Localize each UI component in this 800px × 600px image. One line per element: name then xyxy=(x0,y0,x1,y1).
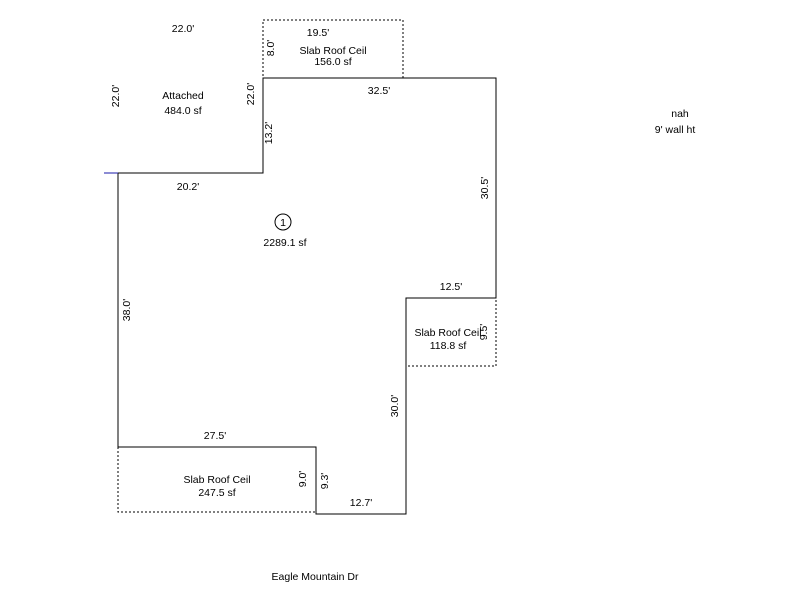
slab-right-area: 118.8 sf xyxy=(430,340,467,352)
street-name: Eagle Mountain Dr xyxy=(272,571,359,583)
slab-top-dim: 19.5' xyxy=(307,27,329,39)
main-floor-outline xyxy=(117,77,497,515)
slab-top-label: Slab Roof Ceil xyxy=(299,45,366,57)
note-title: nah xyxy=(671,108,689,120)
slab-top-outline xyxy=(262,19,404,79)
dim-inner-step: 13.2' xyxy=(263,122,275,144)
slab-right-label: Slab Roof Ceil xyxy=(414,327,481,339)
slab-top-area: 156.0 sf xyxy=(314,56,351,68)
attached-left-dim: 22.0' xyxy=(110,85,122,107)
dim-notch-top: 12.5' xyxy=(440,281,462,293)
attached-top-dim: 22.0' xyxy=(172,23,194,35)
area-marker-number: 1 xyxy=(280,217,286,229)
main-area-size: 2289.1 sf xyxy=(263,237,306,249)
attached-area: 484.0 sf xyxy=(164,105,201,117)
dim-top-right-wall: 32.5' xyxy=(368,85,390,97)
dim-bottom-wall: 12.7' xyxy=(350,497,372,509)
slab-right-outline xyxy=(405,297,497,367)
slab-bottom-area: 247.5 sf xyxy=(198,487,235,499)
dim-right-wall: 30.5' xyxy=(479,177,491,199)
slab-bottom-outline xyxy=(117,446,317,513)
dim-left-wall: 38.0' xyxy=(121,299,133,321)
dim-upper-left-wall: 20.2' xyxy=(177,181,199,193)
dim-notch-left: 30.0' xyxy=(389,395,401,417)
attached-right-dim: 22.0' xyxy=(245,83,257,105)
note-wall-height: 9' wall ht xyxy=(655,124,696,136)
slab-bottom-label: Slab Roof Ceil xyxy=(183,474,250,486)
dim-bottom-step: 9.3' xyxy=(319,473,331,490)
slab-top-side-dim: 8.0' xyxy=(265,40,277,57)
area-marker-circle xyxy=(274,213,292,231)
slab-bottom-side-dim: 9.0' xyxy=(297,471,309,488)
slab-right-side-dim: 9.5' xyxy=(478,324,490,341)
attached-label: Attached xyxy=(162,90,204,102)
dim-bottom-left-wall: 27.5' xyxy=(204,430,226,442)
